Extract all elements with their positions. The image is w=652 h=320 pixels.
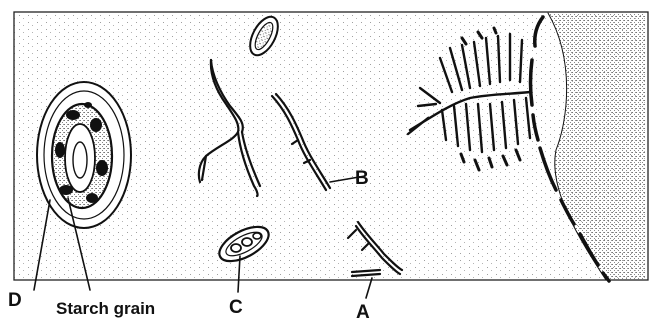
oval-cell [37, 82, 131, 228]
label-starch-grain: Starch grain [56, 299, 155, 318]
label-d: D [8, 290, 22, 311]
label-a: A [356, 302, 370, 320]
label-c: C [229, 297, 243, 318]
label-b: B [355, 168, 369, 189]
